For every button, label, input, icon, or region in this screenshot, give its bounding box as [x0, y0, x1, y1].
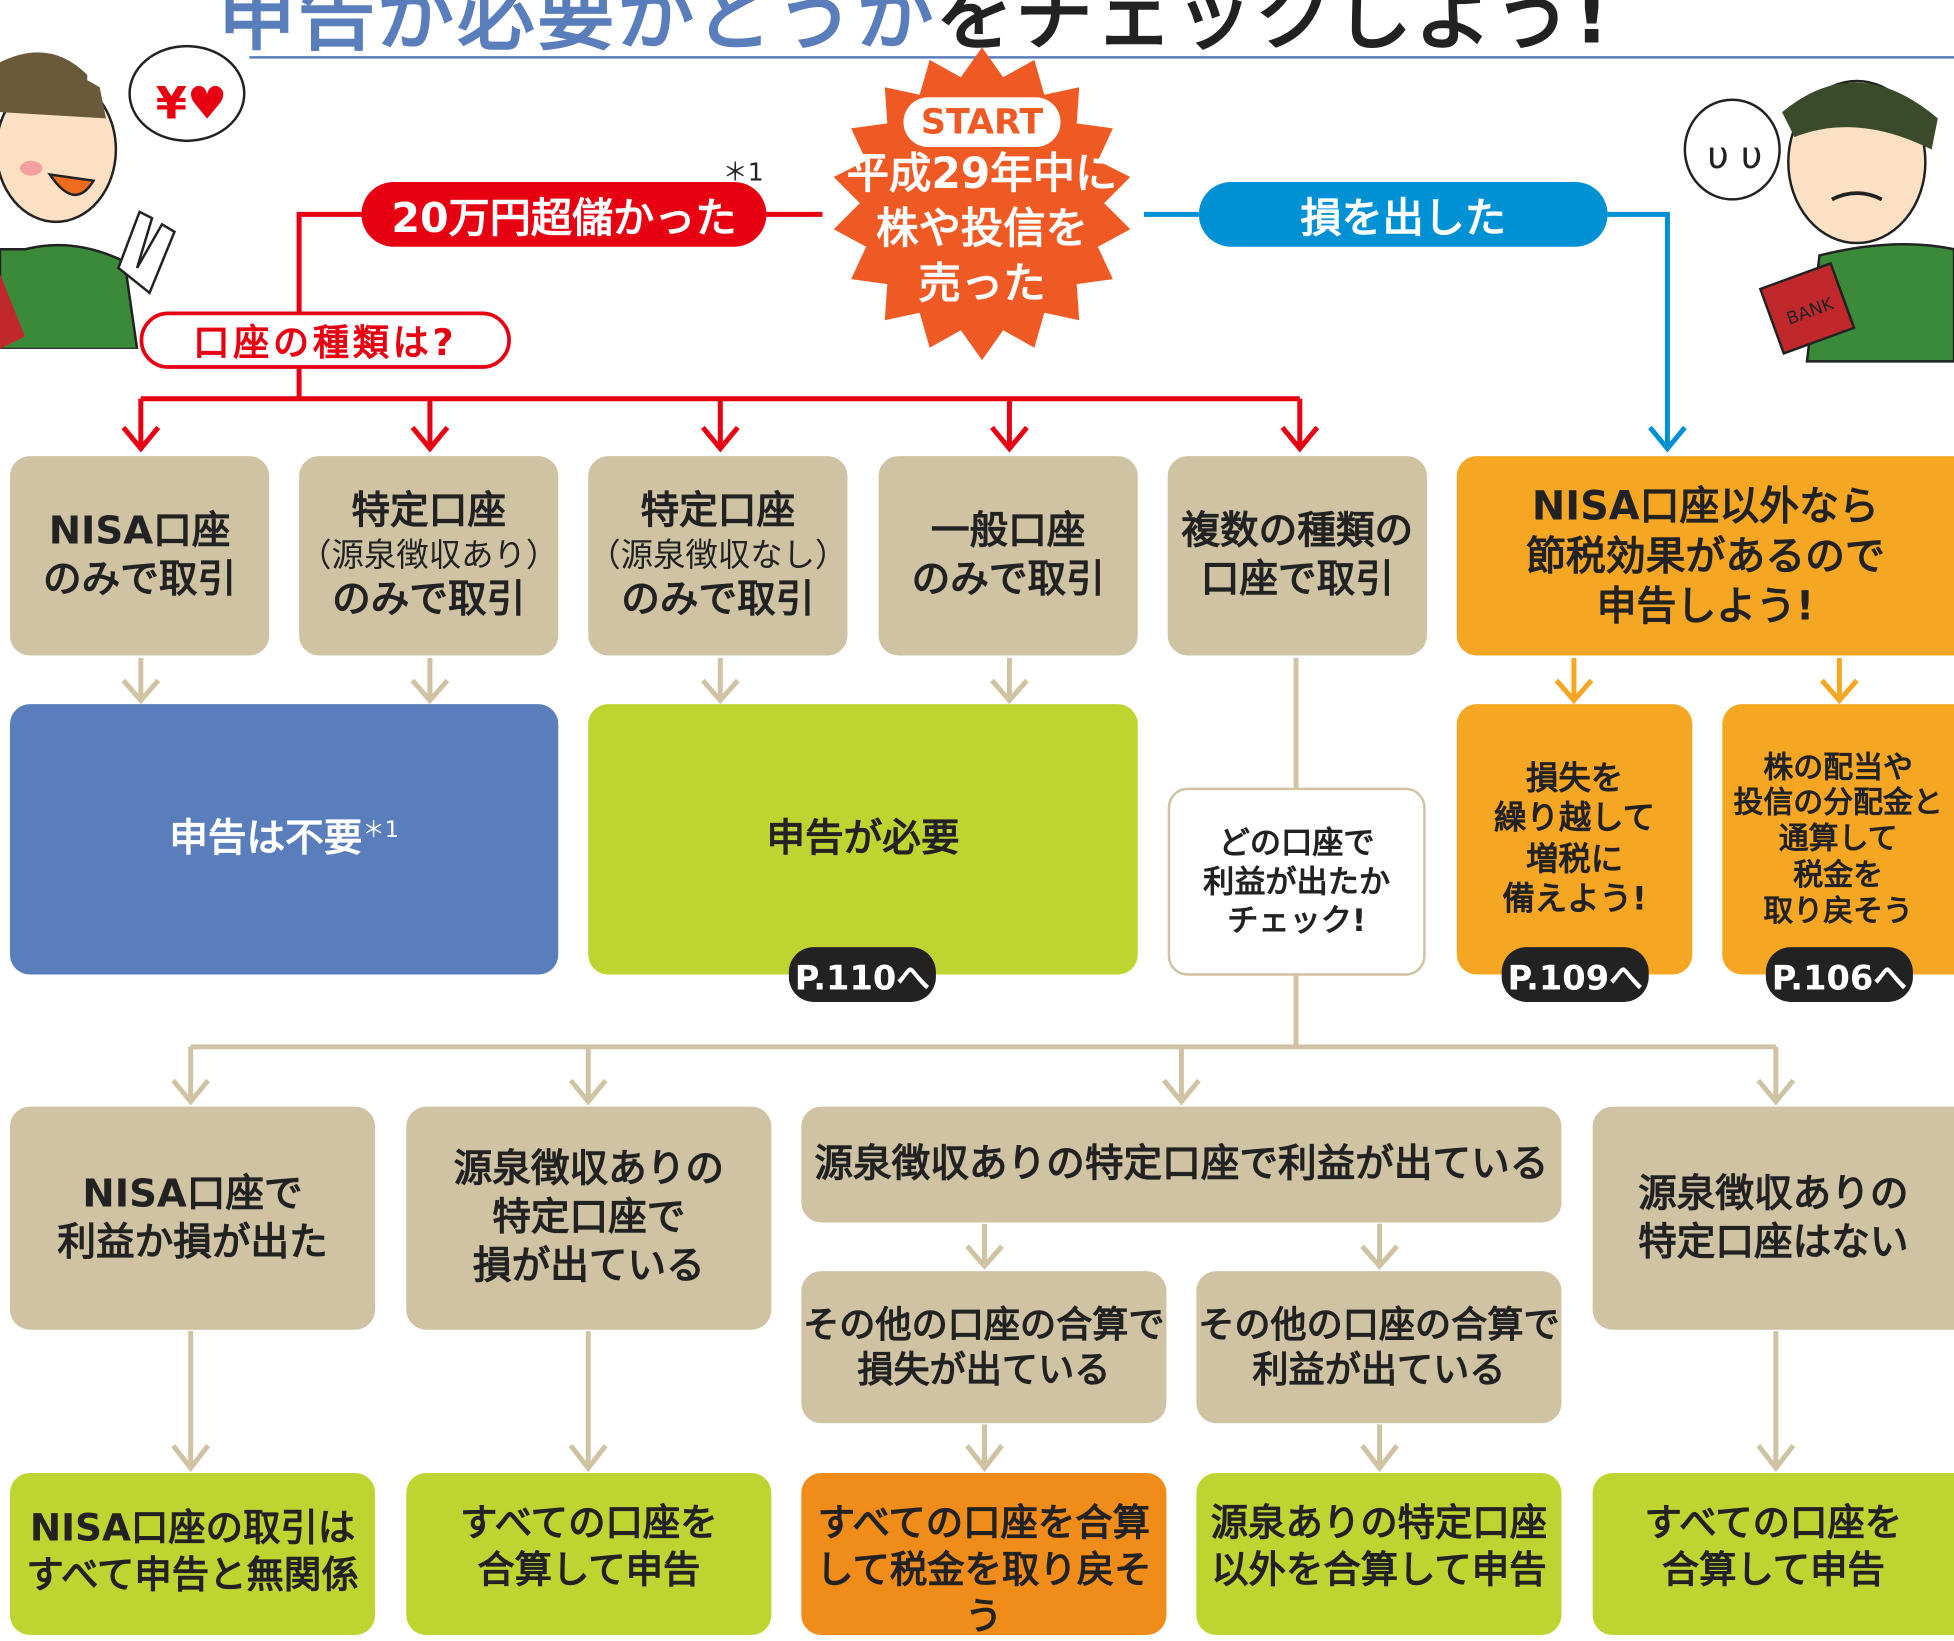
account-nisa: NISA口座 のみで取引 — [9, 456, 270, 656]
case-other-accounts-profit: その他の口座の合算で 利益が出ている — [1196, 1271, 1562, 1424]
page-ref-109[interactable]: P.109へ — [1501, 947, 1649, 1002]
case-no-withholding-account: 源泉徴収ありの 特定口座はない — [1592, 1106, 1954, 1330]
outcome-combine-refund: すべての口座を合算 して税金を取り戻そう — [801, 1473, 1167, 1639]
svg-text:υ υ: υ υ — [1707, 133, 1762, 177]
outcome-combine-all-1: すべての口座を 合算して申告 — [406, 1473, 772, 1636]
start-badge: START — [903, 97, 1061, 148]
loss-declare-box: NISA口座以外なら 節税効果があるので 申告しよう! — [1456, 456, 1954, 656]
page-title: 申告が必要かどうかをチェックしよう! — [218, 0, 1612, 65]
account-multiple: 複数の種類の 口座で取引 — [1167, 456, 1427, 656]
svg-text:¥♥: ¥♥ — [156, 76, 227, 129]
loss-carry-forward: 損失を 繰り越して 増税に 備えよう! — [1456, 704, 1693, 975]
start-node: START 平成29年中に 株や投信を 売った — [835, 97, 1129, 311]
profit-note: ＊1 — [722, 157, 764, 187]
case-nisa-profit-loss: NISA口座で 利益か損が出た — [9, 1106, 376, 1330]
check-profit-box: どの口座で 利益が出たか チェック! — [1167, 787, 1426, 976]
account-type-question: 口座の種類は? — [139, 311, 511, 369]
case-withholding-loss: 源泉徴収ありの 特定口座で 損が出ている — [406, 1106, 772, 1330]
outcome-nisa-unrelated: NISA口座の取引は すべて申告と無関係 — [9, 1473, 376, 1636]
account-tokutei-withholding: 特定口座 （源泉徴収あり） のみで取引 — [299, 456, 558, 656]
loss-branch-label: 損を出した — [1198, 181, 1608, 247]
start-text-3: 売った — [918, 259, 1046, 310]
case-other-accounts-loss: その他の口座の合算で 損失が出ている — [801, 1271, 1167, 1424]
no-need-note: ＊1 — [362, 817, 400, 844]
worried-investor-illustration: υ υ BANK — [1683, 79, 1954, 363]
page-ref-110[interactable]: P.110へ — [788, 947, 936, 1002]
result-not-needed: 申告は不要＊1 — [9, 704, 559, 975]
result-needed: 申告が必要 — [588, 704, 1138, 975]
case-withholding-profit: 源泉徴収ありの特定口座で利益が出ている — [801, 1106, 1562, 1223]
account-general: 一般口座 のみで取引 — [878, 456, 1138, 656]
page-ref-106[interactable]: P.106へ — [1765, 947, 1913, 1002]
outcome-combine-all-2: すべての口座を 合算して申告 — [1592, 1473, 1954, 1636]
start-text-2: 株や投信を — [876, 204, 1088, 255]
loss-offset-dividends: 株の配当や 投信の分配金と 通算して 税金を 取り戻そう — [1722, 704, 1954, 975]
start-text-1: 平成29年中に — [846, 149, 1118, 200]
title-highlight: 申告が必要かどうか — [218, 0, 936, 62]
account-tokutei-no-withholding: 特定口座 （源泉徴収なし） のみで取引 — [588, 456, 847, 656]
profit-branch-label: 20万円超儲かった — [361, 181, 767, 247]
outcome-combine-except-withholding: 源泉ありの特定口座 以外を合算して申告 — [1196, 1473, 1562, 1636]
title-rest: をチェックしよう! — [935, 0, 1612, 62]
happy-investor-illustration: ¥♥ — [0, 44, 246, 349]
